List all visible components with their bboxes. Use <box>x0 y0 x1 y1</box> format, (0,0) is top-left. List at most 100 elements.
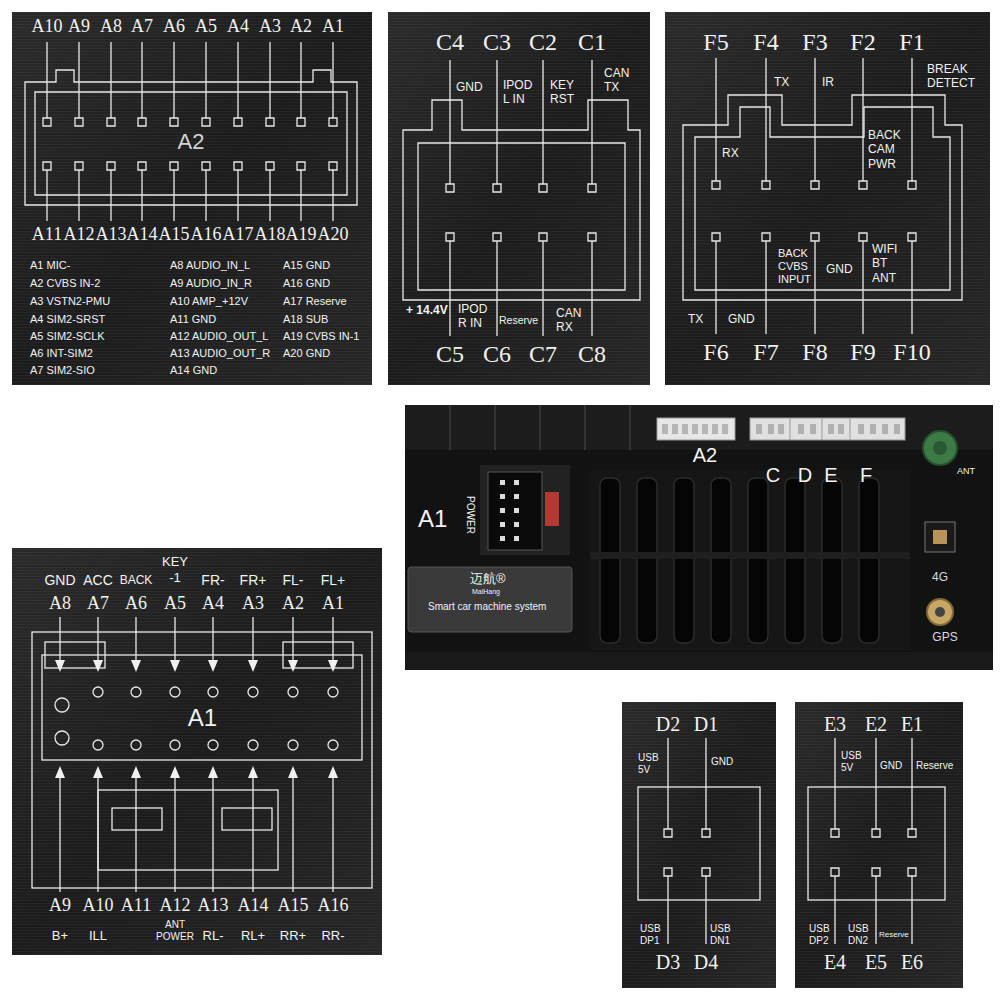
head-unit-photo <box>923 431 957 465</box>
pin-list-entry: A18 SUB <box>283 313 328 326</box>
connector-c-drawing <box>446 184 596 241</box>
pin-number: E5 <box>865 950 887 974</box>
head-unit-photo <box>933 441 947 455</box>
head-unit-photo <box>590 470 910 650</box>
brand-text: MaiHang <box>472 588 500 596</box>
connector-f-drawing <box>683 58 962 334</box>
connector-f-drawing <box>683 95 962 300</box>
signal-name: Reserve <box>499 314 538 327</box>
head-unit-photo <box>408 567 572 632</box>
pin-list-entry: A16 GND <box>283 277 330 290</box>
connector-a1-drawing <box>288 740 298 750</box>
pin-number: A12 <box>160 895 191 917</box>
head-unit-photo <box>590 552 910 559</box>
port-label: POWER <box>464 496 476 534</box>
pin-number: E2 <box>865 712 887 736</box>
pin-number: A16 <box>191 224 222 246</box>
connector-a1-drawing <box>42 655 362 760</box>
head-unit-photo <box>859 478 879 643</box>
head-unit-photo <box>927 599 953 625</box>
pin-number: A9 <box>68 16 90 38</box>
signal-name: BREAK DETECT <box>927 62 987 91</box>
pin-number: C7 <box>529 340 557 369</box>
signal-name: RR+ <box>280 928 306 944</box>
panel-backgrounds <box>388 12 650 385</box>
panel-backgrounds <box>665 12 990 385</box>
pin-number: D2 <box>656 712 680 736</box>
signal-name: USB 5V <box>638 752 664 776</box>
head-unit-photo <box>711 478 731 643</box>
brand-text: 迈航® <box>470 571 506 587</box>
pin-number: A6 <box>125 593 147 615</box>
port-label: F <box>860 463 872 487</box>
port-label: E <box>824 463 837 487</box>
signal-name: BACK <box>120 573 153 587</box>
signal-name: ANT POWER <box>150 919 200 943</box>
signal-name: RL- <box>203 928 224 944</box>
pin-number: A1 <box>322 593 344 615</box>
signal-name: GND <box>44 572 75 589</box>
pin-list-entry: A3 VSTN2-PMU <box>30 295 110 308</box>
pin-number: F8 <box>802 338 827 367</box>
connector-a1-drawing <box>55 698 69 712</box>
pin-number: E1 <box>901 712 923 736</box>
connector-a1-drawing <box>222 808 272 830</box>
signal-name: USB DP2 <box>809 923 835 947</box>
signal-name: GND <box>826 262 853 276</box>
pin-number: A13 <box>198 895 229 917</box>
port-label: 4G <box>932 570 948 584</box>
connector-a1-drawing <box>98 790 278 870</box>
connector-a1-drawing <box>32 632 372 888</box>
pin-number: C6 <box>483 340 511 369</box>
head-unit-photo <box>405 652 993 670</box>
pin-list-entry: A11 GND <box>170 313 216 326</box>
pin-list-entry: A4 SIM2-SRST <box>30 313 105 326</box>
pin-list-entry: A8 AUDIO_IN_L <box>170 259 250 272</box>
head-unit-photo <box>405 405 993 450</box>
signal-name: USB DP1 <box>640 923 666 947</box>
connector-body: A2 <box>25 80 357 205</box>
pin-number: A15 <box>159 224 190 246</box>
pin-number: A12 <box>64 224 95 246</box>
pin-number: A3 <box>242 593 264 615</box>
connector-d-drawing <box>638 738 760 944</box>
connector-e-drawing <box>835 738 912 944</box>
signal-name: CAN RX <box>556 306 590 335</box>
connector-a1-drawing <box>131 687 141 697</box>
pin-number: C8 <box>578 340 606 369</box>
pin-number: A9 <box>49 895 71 917</box>
signal-name: + 14.4V <box>406 303 448 317</box>
signal-name: Reserve <box>916 760 953 772</box>
pin-number: A2 <box>290 16 312 38</box>
panel-backgrounds <box>12 12 990 988</box>
pin-number: E3 <box>824 712 846 736</box>
connector-a1-drawing <box>288 687 298 697</box>
pin-number: A8 <box>49 593 71 615</box>
signal-name: FR- <box>201 572 224 589</box>
pin-list-entry: A10 AMP_+12V <box>170 295 248 308</box>
pin-number: D4 <box>694 950 718 974</box>
pin-number: A5 <box>195 16 217 38</box>
head-unit-photo <box>933 530 947 544</box>
head-unit-photo <box>748 478 768 643</box>
pin-number: F7 <box>753 338 778 367</box>
head-unit-photo <box>600 478 879 643</box>
pin-number: D1 <box>694 712 718 736</box>
pin-list-entry: A9 AUDIO_IN_R <box>170 277 252 290</box>
connector-d-drawing <box>668 738 706 944</box>
connector-a1-drawing <box>208 687 218 697</box>
signal-name: FL- <box>283 572 304 589</box>
signal-name: USB DN1 <box>710 923 736 947</box>
pin-number: F3 <box>802 28 827 57</box>
pin-list-entry: A19 CVBS IN-1 <box>283 330 359 343</box>
pin-number: A4 <box>202 593 224 615</box>
pin-number: A7 <box>131 16 153 38</box>
panel-backgrounds <box>12 12 372 385</box>
connector-c-drawing <box>418 143 625 290</box>
connector-name: A2 <box>178 129 205 155</box>
head-unit-photo <box>674 478 694 643</box>
pin-list-entry: A1 MIC- <box>30 259 70 272</box>
connector-a1-drawing <box>93 687 103 697</box>
connector-e-drawing <box>831 829 916 876</box>
